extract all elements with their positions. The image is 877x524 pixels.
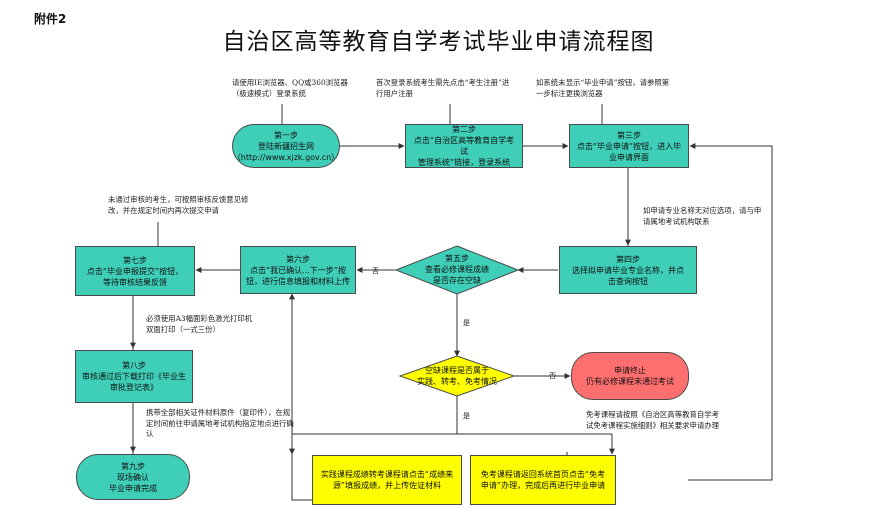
step-6-line2: 钮，进行信息填报和材料上传 (246, 276, 350, 286)
step-5-line1: 查看必修课程成绩 (425, 265, 489, 274)
step-4-line2: 击查询按钮 (608, 276, 648, 286)
step-5-line2: 是否存在空缺 (433, 276, 481, 285)
step-8-box: 第八步 审核通过后下载打印《毕业生 审批登记表》 (75, 350, 193, 403)
step-3-box: 第三步 点击“毕业申请”按钮，进入毕 业申请界面 (569, 124, 689, 168)
step-2-title: 第二步 (452, 125, 476, 134)
step-6-title: 第六步 (286, 254, 310, 264)
note-exempt: 免考课程请按照《自治区高等教育自学考试免考课程实施细则》相关要求申请办理 (586, 410, 720, 430)
step-4-line1: 选择拟申请毕业专业名称，并点 (572, 265, 684, 275)
step-5-title: 第五步 (445, 254, 469, 263)
step-1-line1: 登陆新疆招生网 (258, 141, 314, 151)
step-7-title: 第七步 (123, 255, 147, 265)
note-register: 首次登录系统考生需先点击“考生注册”进行用户注册 (376, 78, 510, 98)
step-7-box: 第七步 点击“毕业申报提交”按钮， 等待审核结果反馈 (75, 246, 195, 296)
arrow-practice-s6 (289, 293, 312, 501)
question-line1: 空缺课程是否属于 (425, 366, 489, 375)
step-9-line2: 毕业申请完成 (109, 483, 157, 493)
question-text: 空缺课程是否属于 实践、转考、免考情况 (396, 365, 518, 387)
exempt-line2: 申请”办理，完成后再进行毕业申请 (480, 481, 606, 490)
step-9-box: 第九步 现场确认 毕业申请完成 (76, 454, 190, 500)
note-audit-fail: 未通过审核的考生，可按照审核反馈意见修改，并在规定时间内再次提交申请 (108, 195, 249, 215)
label-no-s5: 否 (372, 267, 379, 275)
exempt-line1: 免考课程请返回系统首页点击“免考 (480, 470, 606, 479)
stop-line2: 仍有必修课程未通过考试 (586, 377, 674, 386)
exempt-box: 免考课程请返回系统首页点击“免考 申请”办理，完成后再进行毕业申请 (470, 455, 616, 505)
practice-line1: 实践课程成绩转考课程请点击“成绩来 (320, 470, 454, 479)
step-3-line1: 点击“毕业申请”按钮，进入毕 (576, 141, 682, 151)
step-9-title: 第九步 (121, 461, 145, 471)
step-3-title: 第三步 (617, 130, 641, 140)
note-browser: 请使用IE浏览器、QQ或360浏览器（极速模式）登录系统 (232, 78, 348, 98)
label-yes-s5: 是 (463, 319, 470, 327)
step-1-title: 第一步 (274, 130, 298, 140)
step-4-title: 第四步 (616, 254, 640, 264)
step-4-box: 第四步 选择拟申请毕业专业名称，并点 击查询按钮 (559, 246, 697, 294)
step-9-line1: 现场确认 (117, 472, 149, 482)
step-7-line1: 点击“毕业申报提交”按钮， (86, 266, 184, 276)
step-2-line2: 管理系统”链接，登录系统 (417, 158, 511, 167)
note-confirm: 携带全部相关证件材料原件（复印件），在规定时间前往申请属地考试机构指定地点进行确… (146, 408, 294, 438)
note-print: 必须使用A3幅面彩色激光打印机双面打印（一式三份） (146, 314, 253, 334)
step-2-line1: 点击“自治区高等教育自学考试 (413, 136, 515, 156)
practice-box: 实践课程成绩转考课程请点击“成绩来 源”填报成绩，并上传佐证材料 (312, 455, 462, 505)
step-3-line2: 业申请界面 (609, 152, 649, 162)
attachment-label: 附件2 (34, 12, 67, 26)
step-8-line2: 审批登记表》 (110, 383, 158, 392)
step-6-box: 第六步 点击“我已确认...下一步”按 钮，进行信息填报和材料上传 (240, 246, 356, 294)
step-8-line1: 审核通过后下载打印《毕业生 (82, 372, 186, 381)
step-1-box: 第一步 登陆新疆招生网 （http://www.xjzk.gov.cn） (232, 124, 340, 168)
question-diamond (398, 355, 516, 397)
stop-box: 申请终止 仍有必修课程未通过考试 (571, 352, 689, 400)
label-yes-q: 是 (463, 412, 470, 420)
stop-line1: 申请终止 (614, 366, 646, 375)
arrow-exempt-s3 (688, 143, 773, 481)
note-major: 如申请专业名称无对应选项，请与申请属地考试机构联系 (643, 206, 762, 226)
step-8-title: 第八步 (122, 361, 146, 370)
question-line2: 实践、转考、免考情况 (417, 377, 497, 386)
step-6-line1: 点击“我已确认...下一步”按 (250, 265, 346, 275)
step-7-line2: 等待审核结果反馈 (103, 277, 167, 287)
page-title: 自治区高等教育自学考试毕业申请流程图 (222, 29, 655, 55)
step-1-line2: （http://www.xjzk.gov.cn） (232, 152, 340, 162)
step5-diamond (394, 245, 520, 295)
note-no-button: 如系统未显示“毕业申请”按钮，请参照第一步标注更换浏览器 (536, 78, 670, 98)
step-2-box: 第二步 点击“自治区高等教育自学考试 管理系统”链接，登录系统 (405, 124, 523, 168)
step-5-text: 第五步 查看必修课程成绩 是否存在空缺 (396, 253, 518, 286)
label-no-q: 否 (549, 372, 556, 380)
practice-line2: 源”填报成绩，并上传佐证材料 (332, 481, 442, 490)
